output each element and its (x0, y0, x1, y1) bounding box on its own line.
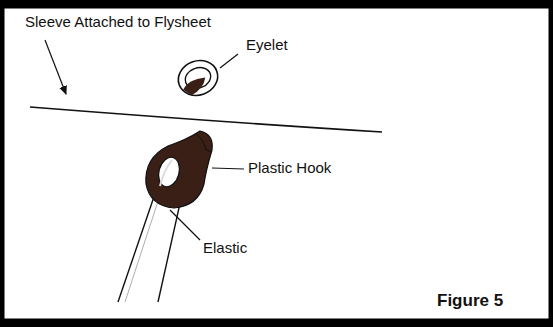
part-label: Sleeve Attached to Flysheet (25, 13, 211, 31)
figure-caption: Figure 5 (437, 292, 503, 310)
part-label: Plastic Hook (248, 159, 331, 177)
part-label: Elastic (203, 239, 247, 257)
part-label: Eyelet (246, 36, 288, 54)
